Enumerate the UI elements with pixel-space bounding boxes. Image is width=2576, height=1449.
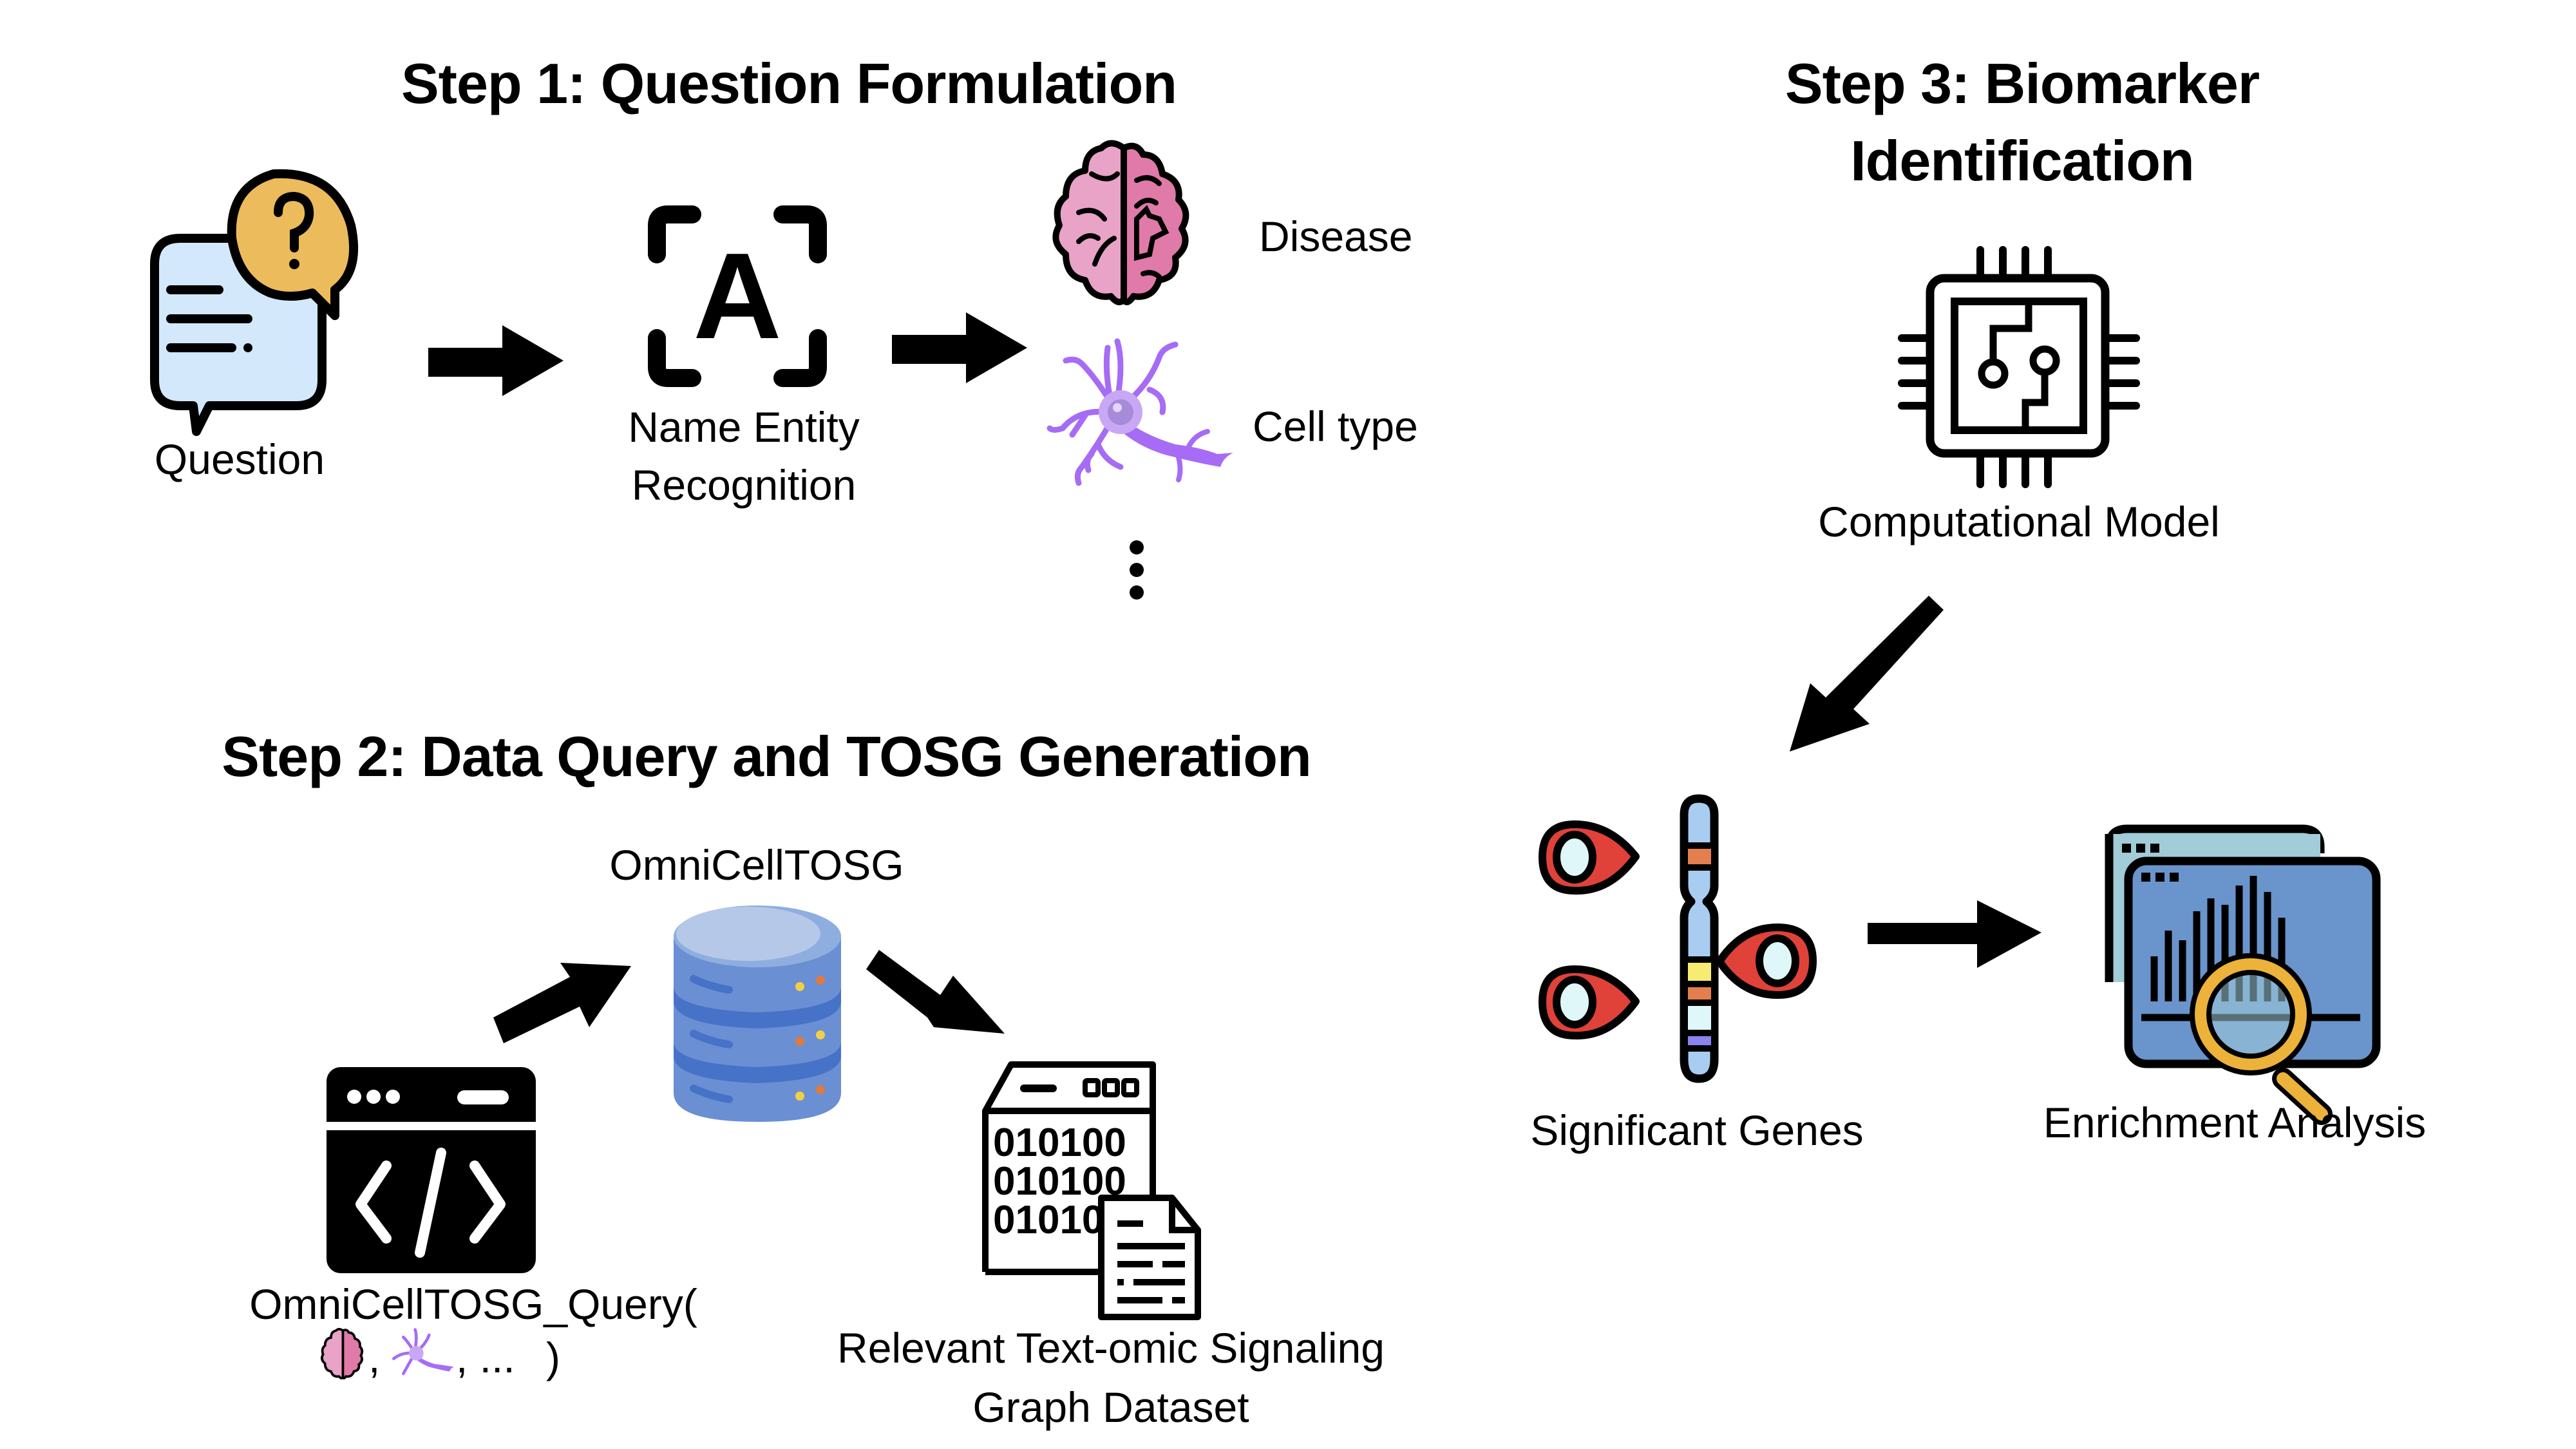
arrow-right-icon — [428, 325, 564, 396]
more-entities-ellipsis-icon — [1130, 540, 1144, 600]
question-bubbles-icon — [150, 169, 359, 436]
entity-label-cell-type: Cell type — [1253, 402, 1418, 450]
chromosome-genes-icon — [1539, 794, 1817, 1083]
arrow-right-icon — [1868, 900, 2041, 968]
svg-text:A: A — [693, 228, 781, 365]
output-label-line2: Graph Dataset — [972, 1383, 1249, 1431]
enrichment-analysis-icon — [2105, 824, 2381, 1125]
neuron-icon — [1046, 338, 1233, 486]
computational-model-label: Computational Model — [1818, 498, 2220, 545]
brain-icon — [321, 1328, 364, 1379]
step2-title: Step 2: Data Query and TOSG Generation — [222, 724, 1311, 788]
step3-title-line2: Identification — [1850, 129, 2195, 193]
output-label-line1: Relevant Text-omic Signaling — [837, 1324, 1385, 1372]
ner-label-line2: Recognition — [631, 461, 857, 509]
computational-model-chip-icon — [1898, 246, 2140, 488]
arrow-right-icon — [892, 312, 1027, 383]
named-entity-recognition-icon: A — [648, 205, 827, 387]
database-icon — [674, 905, 841, 1122]
binary-row: 01010 — [993, 1198, 1104, 1242]
brain-icon — [1052, 140, 1189, 305]
step3-title-line1: Step 3: Biomarker — [1785, 52, 2260, 115]
ner-label-line1: Name Entity — [628, 403, 860, 451]
query-close-paren: ) — [546, 1334, 560, 1381]
database-label: OmniCellTOSG — [609, 841, 904, 889]
question-label: Question — [154, 435, 325, 483]
query-args-separator: , — [368, 1334, 381, 1381]
arrow-up-right-icon — [493, 963, 631, 1043]
arrow-down-left-icon — [1790, 596, 1944, 752]
enrichment-analysis-label: Enrichment Analysis — [2043, 1099, 2427, 1146]
step1-title: Step 1: Question Formulation — [401, 52, 1177, 115]
code-query-window-icon — [327, 1067, 536, 1273]
significant-genes-label: Significant Genes — [1530, 1106, 1864, 1154]
query-arguments: , , ... ) — [316, 1325, 573, 1390]
query-args-more: , ... — [456, 1334, 515, 1381]
arrow-down-right-icon — [866, 950, 1005, 1034]
binary-row: 010100 — [993, 1121, 1126, 1165]
entity-label-disease: Disease — [1259, 213, 1413, 260]
text-omic-dataset-icon: 010100 010100 01010 — [982, 1061, 1201, 1320]
neuron-icon — [392, 1328, 454, 1376]
query-label-line1: OmniCellTOSG_Query( — [249, 1280, 697, 1328]
